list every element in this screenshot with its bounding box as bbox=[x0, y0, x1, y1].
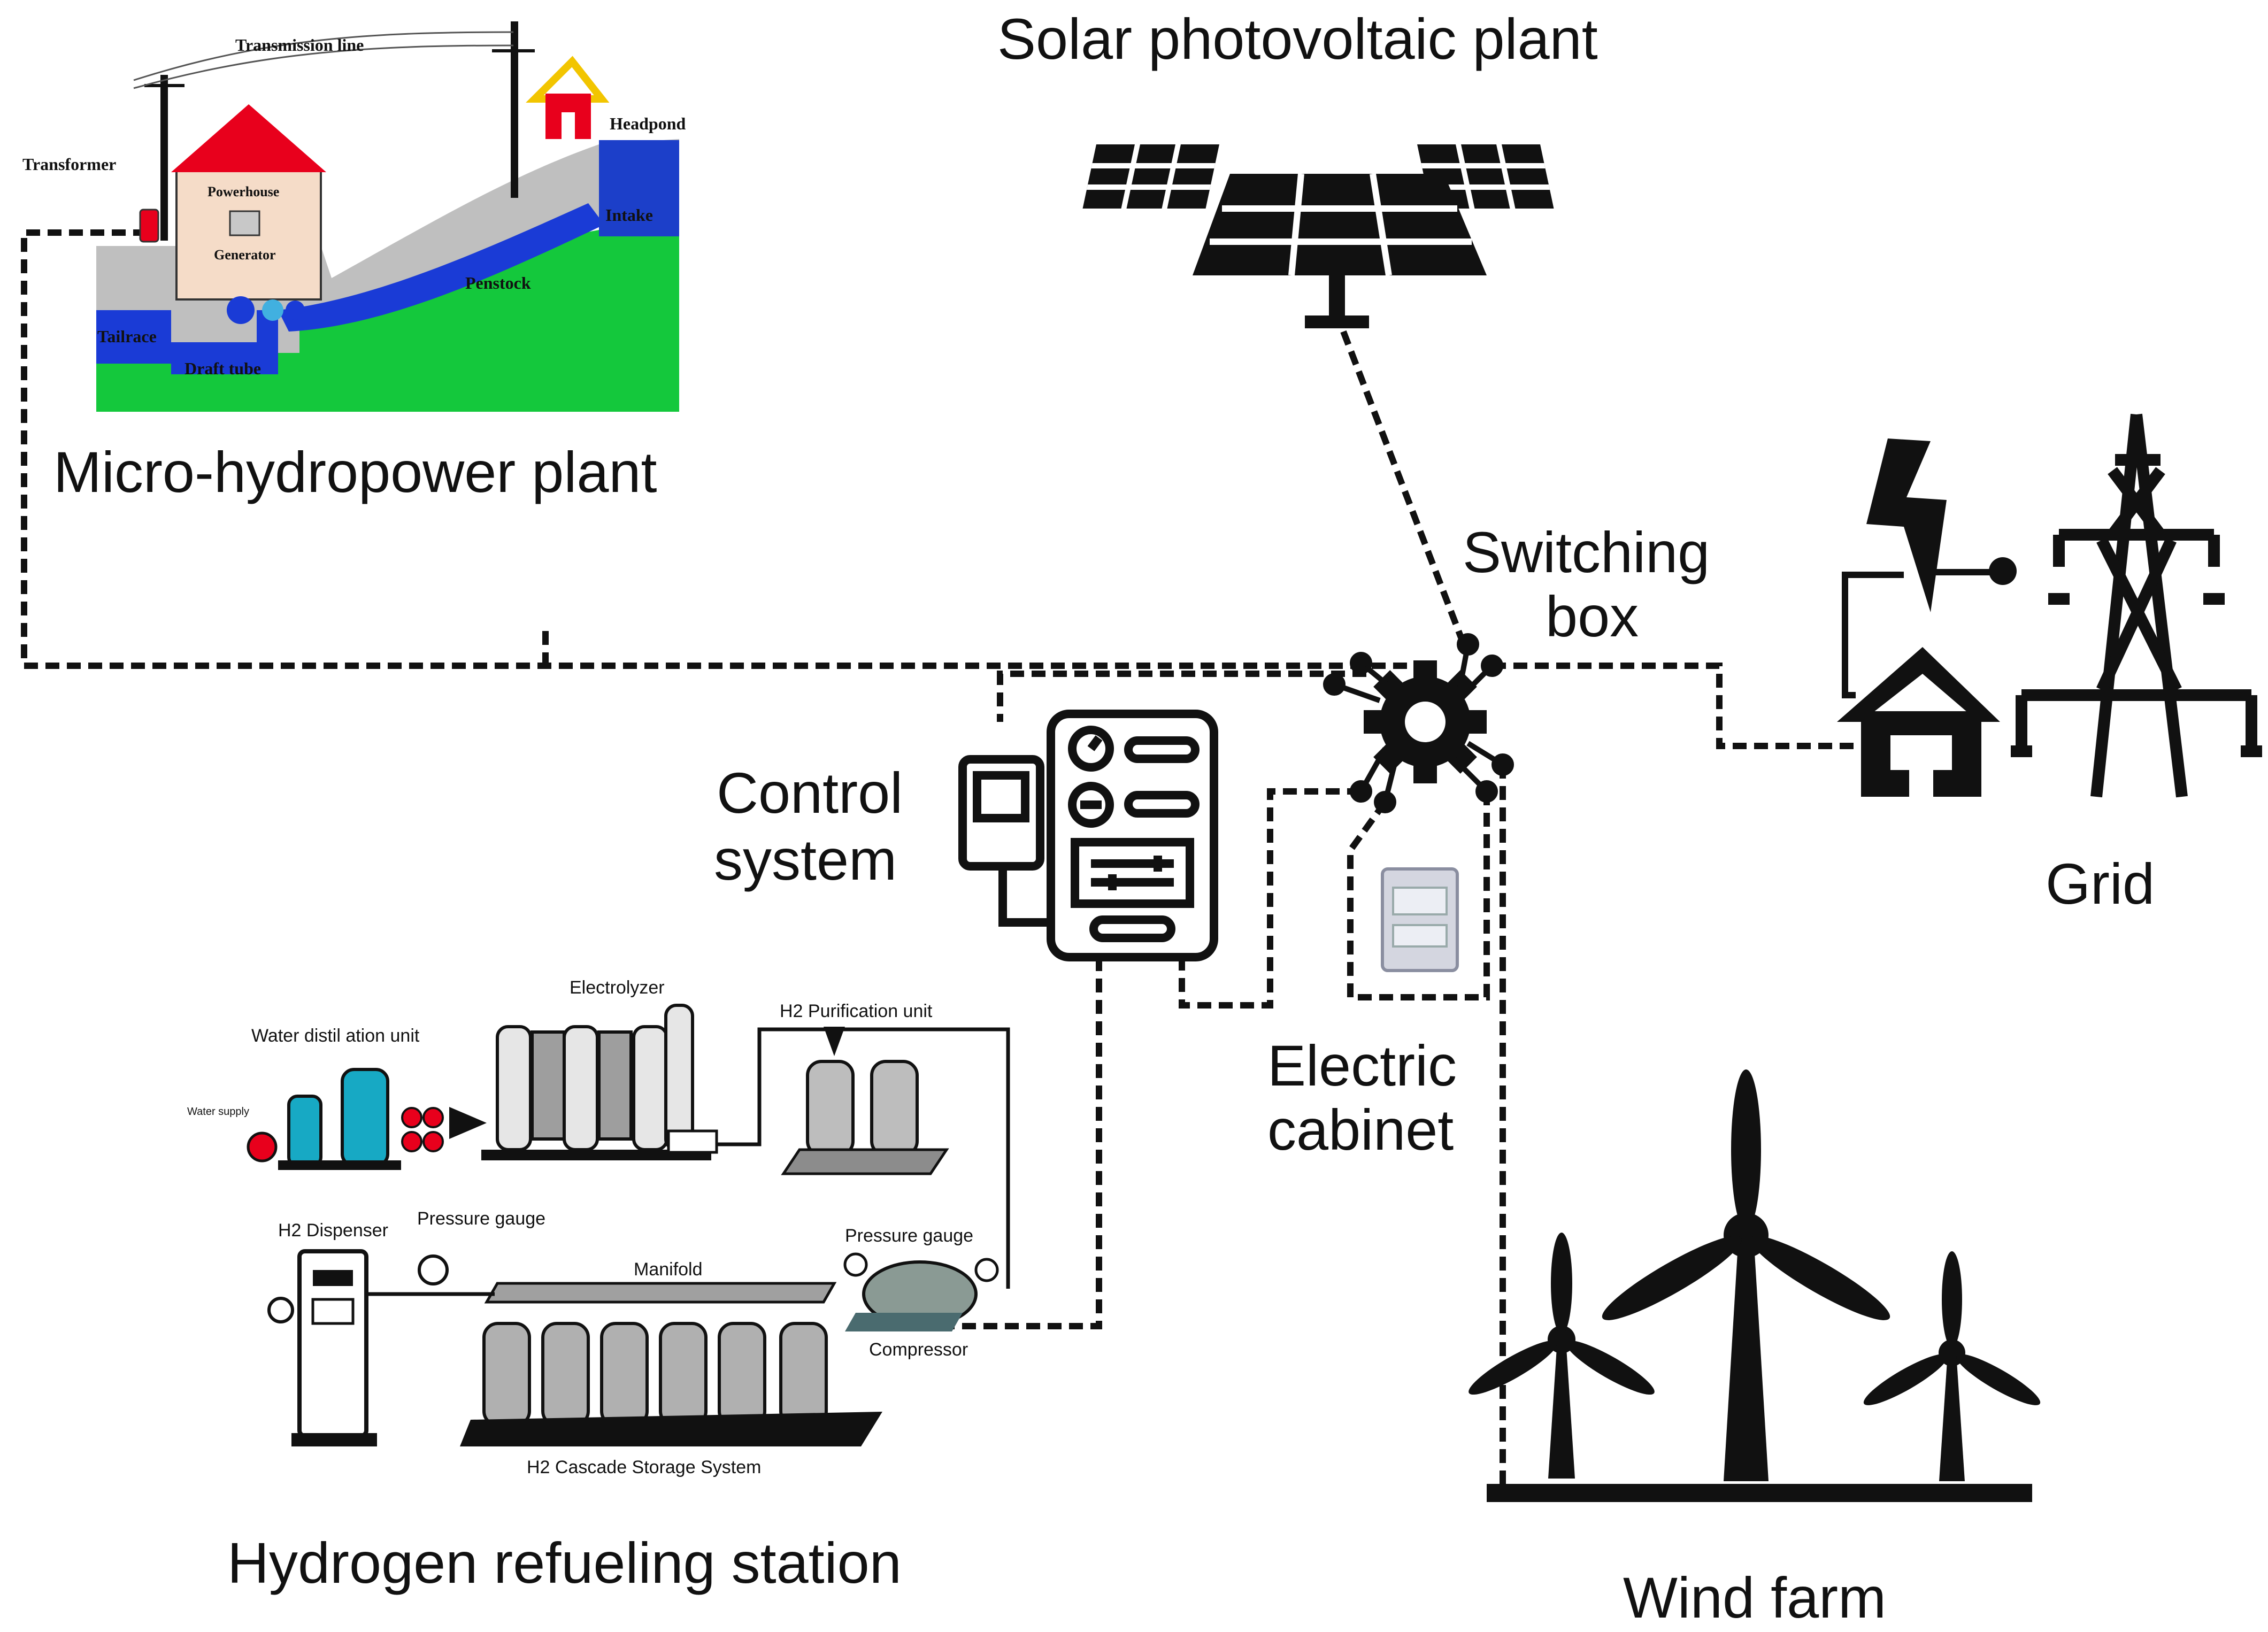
label-compressor: Compressor bbox=[869, 1340, 968, 1360]
label-water-supply: Water supply bbox=[187, 1106, 249, 1118]
label-tailrace: Tailrace bbox=[97, 327, 157, 346]
label-switching-line2: box bbox=[1546, 584, 1639, 649]
label-draft-tube: Draft tube bbox=[184, 359, 261, 378]
label-dispenser: H2 Dispenser bbox=[278, 1220, 388, 1241]
label-switching-line1: Switching bbox=[1463, 520, 1710, 584]
intake-basin bbox=[599, 140, 679, 236]
hydro-part-labels: Transmission line Headpond Transformer P… bbox=[22, 35, 686, 378]
label-storage: H2 Cascade Storage System bbox=[527, 1457, 761, 1477]
label-water-distillation: Water distil ation unit bbox=[251, 1026, 420, 1046]
label-control-line1: Control bbox=[717, 760, 903, 825]
label-wind-farm: Wind farm bbox=[1623, 1565, 1886, 1630]
label-electric-line2: cabinet bbox=[1267, 1097, 1454, 1162]
grid-icons bbox=[1837, 413, 2262, 798]
pylon-icon bbox=[2011, 413, 2262, 798]
label-purification: H2 Purification unit bbox=[780, 1001, 933, 1021]
cabinet-icon bbox=[1381, 867, 1459, 972]
label-pressure-gauge-left: Pressure gauge bbox=[417, 1208, 545, 1229]
hydrogen-part-labels: Electrolyzer Water distil ation unit Wat… bbox=[187, 977, 973, 1477]
label-manifold: Manifold bbox=[634, 1259, 703, 1280]
label-electrolyzer: Electrolyzer bbox=[570, 977, 665, 998]
gear-icon bbox=[1323, 633, 1514, 813]
transformer-icon bbox=[139, 209, 159, 243]
label-control-line2: system bbox=[714, 827, 897, 892]
solar-panel-icon bbox=[1082, 144, 1554, 328]
label-transmission-line: Transmission line bbox=[235, 35, 364, 55]
label-penstock: Penstock bbox=[465, 273, 531, 292]
house-icon bbox=[1837, 647, 2000, 797]
label-transformer: Transformer bbox=[22, 155, 116, 174]
lightning-icon bbox=[1866, 438, 1947, 612]
hydro-plant-illustration bbox=[96, 21, 679, 412]
label-generator: Generator bbox=[214, 247, 276, 263]
label-hydrogen-station: Hydrogen refueling station bbox=[227, 1530, 902, 1595]
label-headpond: Headpond bbox=[610, 114, 686, 133]
wind-turbine-icon bbox=[1469, 1069, 2041, 1502]
label-pressure-gauge-right: Pressure gauge bbox=[845, 1226, 973, 1246]
label-solar: Solar photovoltaic plant bbox=[997, 6, 1598, 71]
label-intake: Intake bbox=[605, 205, 653, 225]
label-micro-hydropower: Micro-hydropower plant bbox=[53, 440, 657, 504]
label-electric-line1: Electric bbox=[1267, 1033, 1457, 1098]
label-grid: Grid bbox=[2046, 851, 2155, 916]
hydrogen-station-illustration bbox=[247, 1004, 1010, 1446]
label-powerhouse: Powerhouse bbox=[207, 184, 279, 199]
control-panel-icon bbox=[958, 710, 1218, 961]
